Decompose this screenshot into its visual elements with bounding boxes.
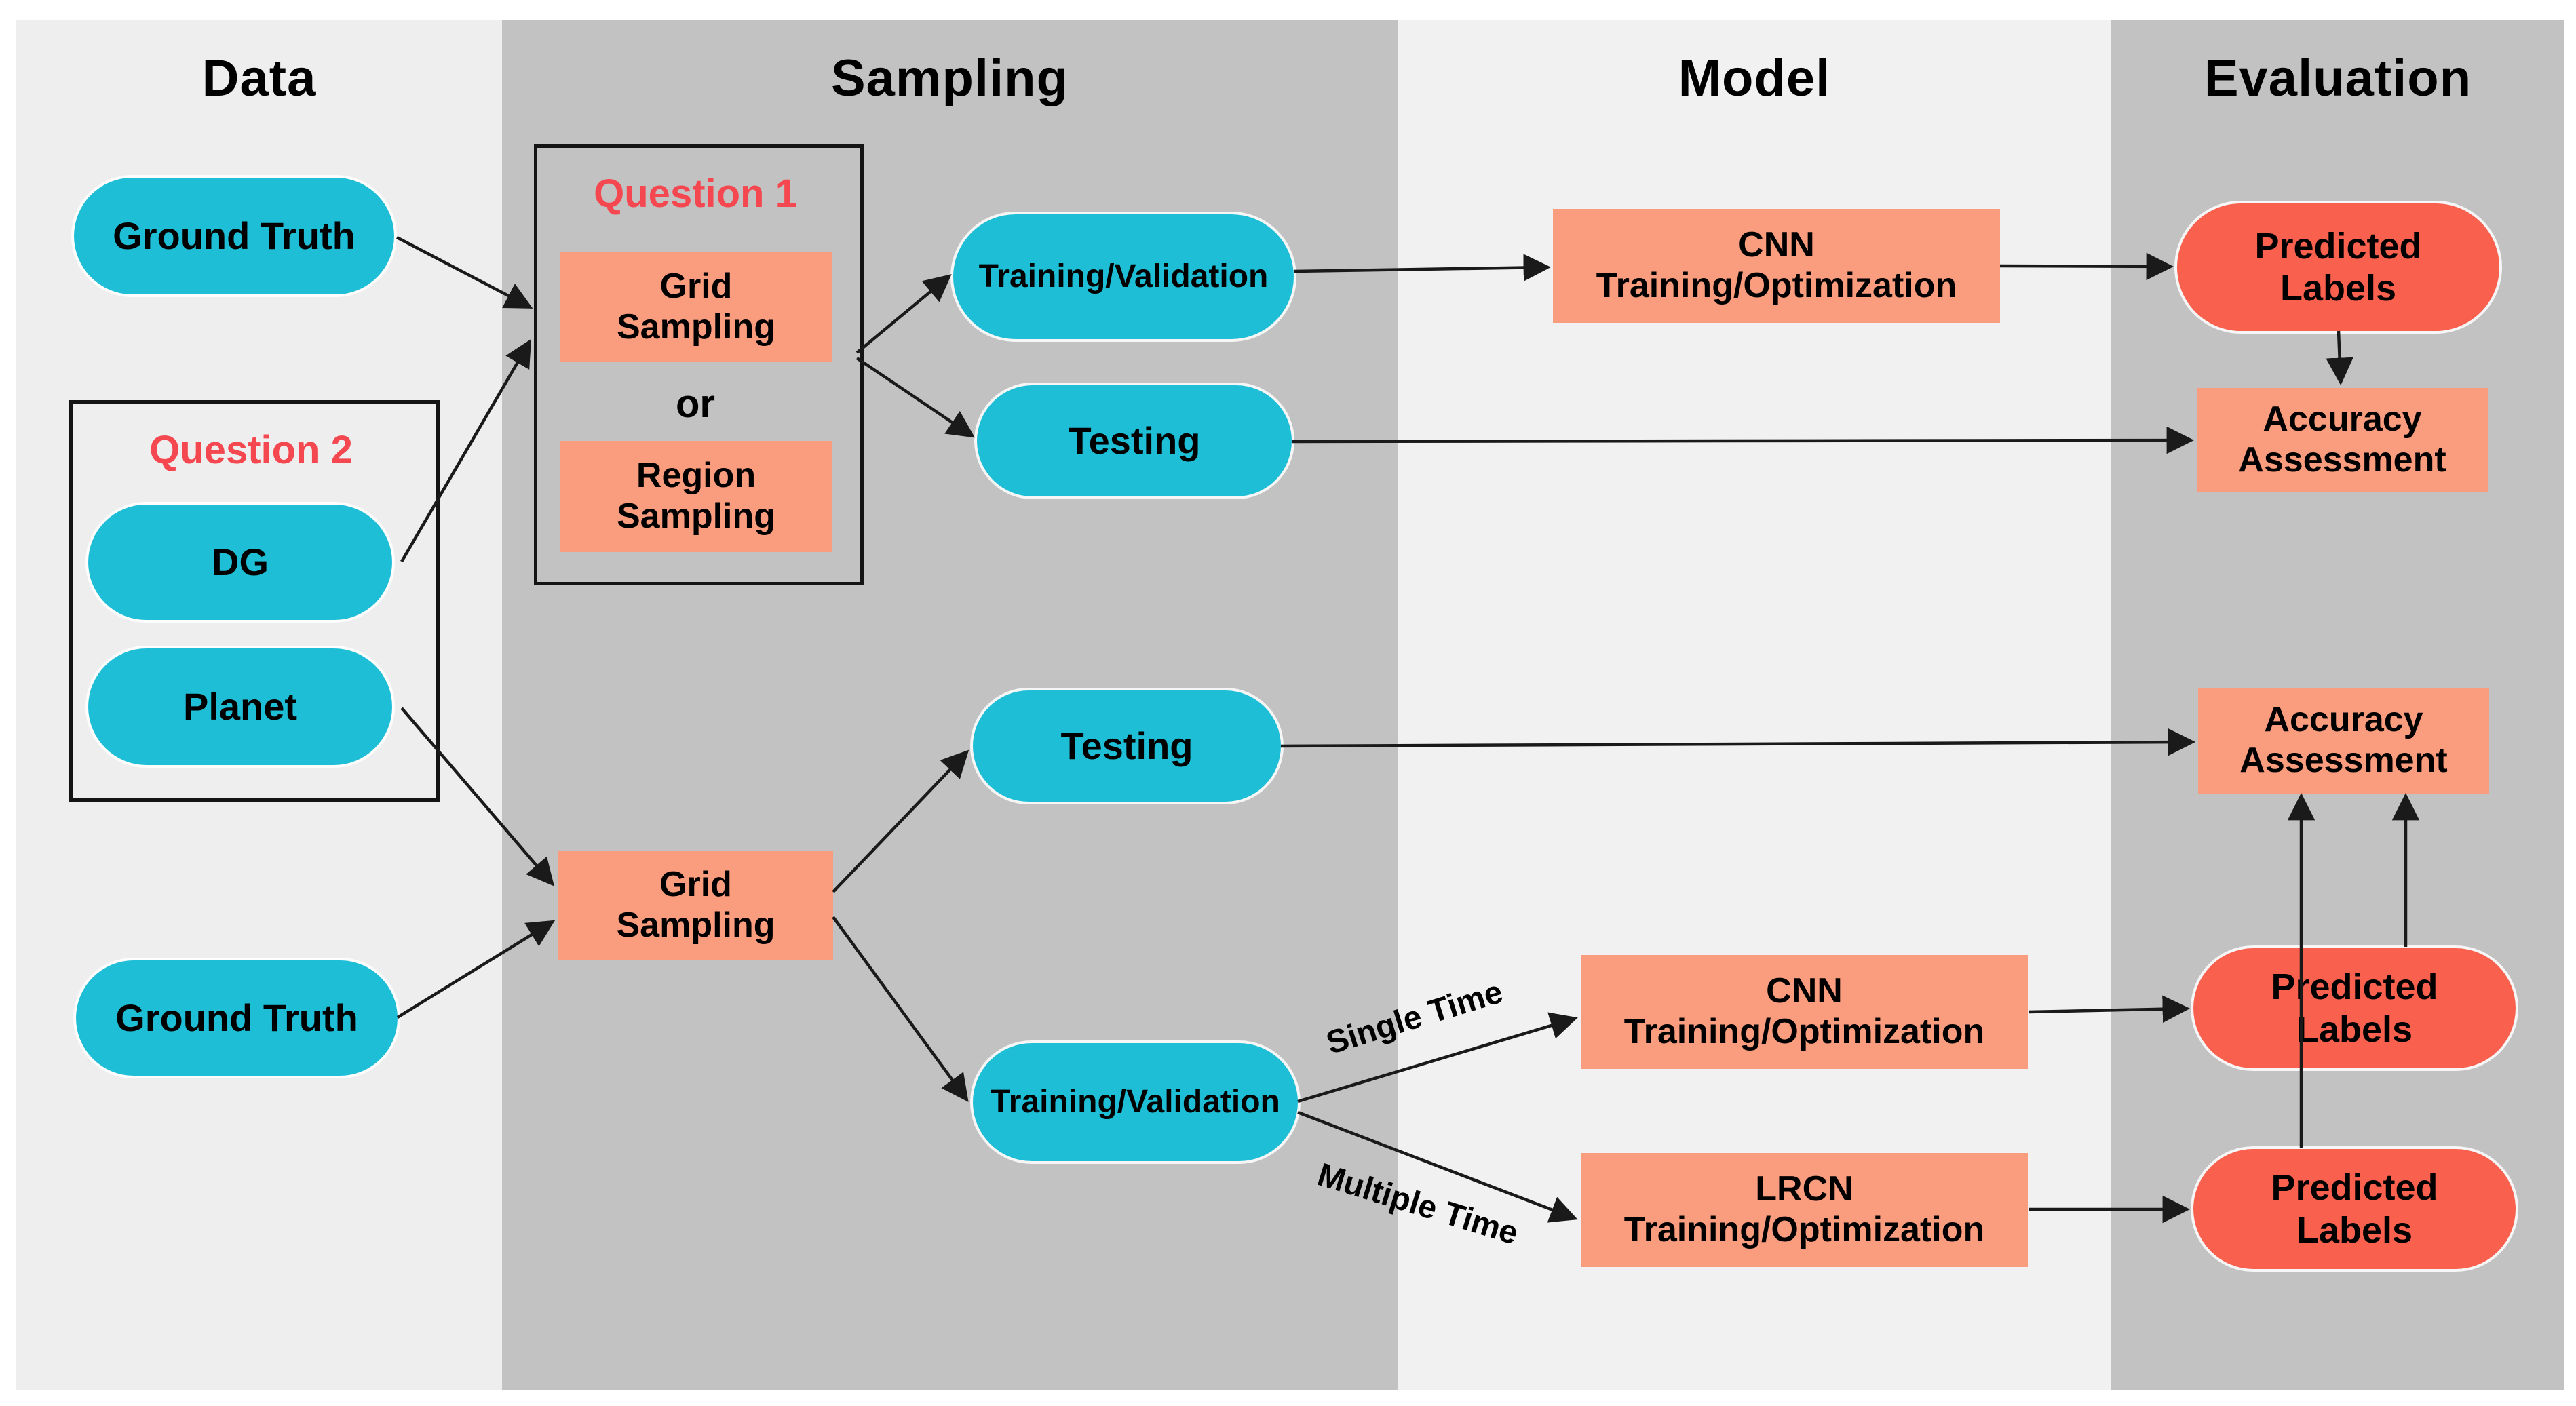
node-label-line1: Accuracy xyxy=(2263,399,2422,439)
node-cnn-top: CNN Training/Optimization xyxy=(1553,209,2000,323)
question2-title: Question 2 xyxy=(149,428,353,472)
node-dg: DG xyxy=(88,505,392,620)
node-label-line1: CNN xyxy=(1766,971,1843,1011)
question1-title: Question 1 xyxy=(594,172,797,216)
question2-group-box xyxy=(69,400,440,802)
or-label: or xyxy=(676,382,715,426)
node-label-line2: Assessment xyxy=(2239,741,2448,780)
column-title-evaluation: Evaluation xyxy=(2204,50,2472,107)
column-title-model: Model xyxy=(1678,50,1831,107)
column-title-data: Data xyxy=(201,50,317,107)
node-label-line1: Grid xyxy=(659,865,732,905)
node-accuracy-assessment-bottom: Accuracy Assessment xyxy=(2198,688,2489,794)
node-label-line1: Predicted xyxy=(2271,1167,2438,1209)
node-predicted-labels-mid: Predicted Labels xyxy=(2193,948,2516,1068)
node-label-line1: Predicted xyxy=(2271,966,2438,1008)
node-ground-truth-bottom: Ground Truth xyxy=(76,960,398,1076)
node-training-validation-top: Training/Validation xyxy=(953,214,1294,339)
node-predicted-labels-top: Predicted Labels xyxy=(2177,203,2499,331)
node-training-validation-bottom: Training/Validation xyxy=(973,1043,1298,1161)
node-label: Ground Truth xyxy=(115,996,358,1039)
node-label-line2: Labels xyxy=(2280,268,2397,309)
node-grid-sampling-2: Grid Sampling xyxy=(558,851,833,960)
node-label-line2: Training/Optimization xyxy=(1623,1210,1985,1249)
node-lrcn: LRCN Training/Optimization xyxy=(1581,1153,2028,1267)
node-testing-top: Testing xyxy=(977,385,1292,496)
node-label: Testing xyxy=(1068,418,1201,462)
node-label-line1: Accuracy xyxy=(2264,700,2423,740)
node-label-line2: Training/Optimization xyxy=(1623,1012,1985,1051)
node-label-line1: LRCN xyxy=(1755,1169,1853,1209)
node-cnn-bottom: CNN Training/Optimization xyxy=(1581,955,2028,1069)
node-label: Training/Validation xyxy=(978,258,1269,295)
node-label-line1: Grid xyxy=(659,267,733,307)
node-grid-sampling-q1: Grid Sampling xyxy=(560,252,832,362)
node-label-line1: Region xyxy=(636,456,756,496)
node-label: DG xyxy=(212,540,269,583)
node-label-line2: Assessment xyxy=(2238,440,2446,480)
node-accuracy-assessment-top: Accuracy Assessment xyxy=(2197,388,2488,492)
node-testing-bottom: Testing xyxy=(973,690,1281,802)
node-ground-truth-top: Ground Truth xyxy=(74,178,394,294)
node-predicted-labels-bottom: Predicted Labels xyxy=(2193,1149,2516,1269)
node-label: Planet xyxy=(182,684,298,728)
node-label: Training/Validation xyxy=(991,1084,1280,1120)
node-label-line2: Sampling xyxy=(616,307,776,347)
node-label-line2: Sampling xyxy=(616,905,775,945)
node-label-line1: Predicted xyxy=(2254,225,2422,267)
node-planet: Planet xyxy=(88,648,392,765)
node-label-line2: Sampling xyxy=(616,496,776,536)
column-title-sampling: Sampling xyxy=(830,50,1069,107)
node-label-line2: Training/Optimization xyxy=(1596,266,1957,305)
node-label: Ground Truth xyxy=(113,214,355,257)
node-label-line2: Labels xyxy=(2296,1209,2413,1251)
node-region-sampling: Region Sampling xyxy=(560,441,832,552)
node-label-line1: CNN xyxy=(1738,225,1815,265)
node-label: Testing xyxy=(1060,724,1193,767)
node-label-line2: Labels xyxy=(2296,1009,2413,1050)
